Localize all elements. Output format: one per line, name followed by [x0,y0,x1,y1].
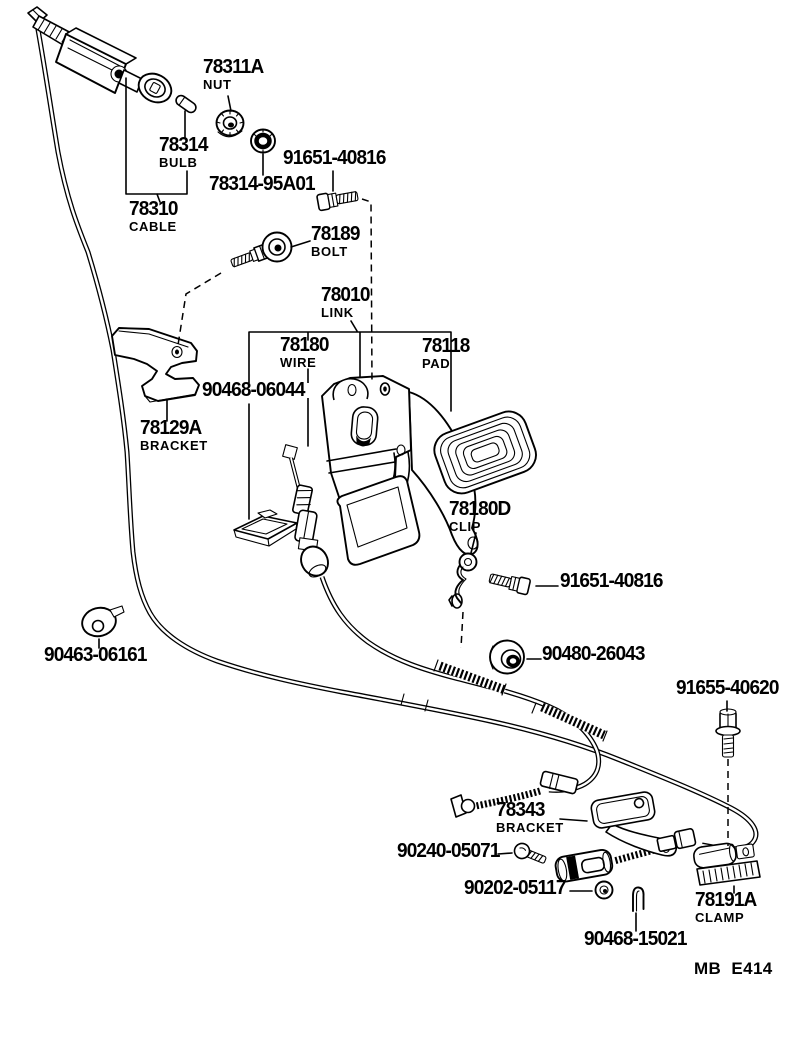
part-label-91651-40816-mid: 91651-40816 [560,570,668,592]
cable-knob [137,72,173,104]
accelerator-link-drawing [321,375,479,566]
part-number: 78180 [280,334,329,356]
bracket-78129a-drawing [111,327,200,403]
part-number: 78129A [140,417,202,439]
bulb-78314-drawing [175,94,197,114]
nut-90202-drawing [594,880,614,900]
part-label-78189: 78189 BOLT [311,223,362,259]
part-label-78343: 78343 BRACKET [496,799,564,835]
wire-end-cap [460,798,476,814]
part-label-90480-26043: 90480-26043 [542,643,650,665]
part-number: 78310 [129,198,178,220]
part-number: 78010 [321,284,370,306]
pedal-pad-drawing [433,410,537,495]
part-number: 78118 [422,335,470,357]
part-name: BRACKET [496,820,564,835]
part-name: CLAMP [695,910,745,925]
part-number: 91655-40620 [676,677,779,699]
part-number: 90480-26043 [542,643,645,665]
clip-78180d-drawing [448,552,478,609]
part-label-90468-15021: 90468-15021 [584,928,692,950]
part-number: 78311A [203,56,264,78]
cable-sleeve-sections [400,659,608,742]
clamp-78191a-drawing [693,842,761,886]
part-label-78311A: 78311A NUT [203,56,267,92]
bolt-90240-drawing [513,842,547,864]
pin-90468-15021-drawing [632,886,645,912]
bolt-91655-drawing [715,708,741,758]
part-number: 90202-05117 [464,877,566,899]
part-number: 90468-06044 [202,379,305,401]
cable-knob-assembly [27,6,173,104]
figure-code: MB E414 [694,959,773,978]
part-number: 78191A [695,889,757,911]
part-label-78180: 78180 WIRE [280,334,331,370]
label-bracket-lines [98,77,735,932]
part-label-91651-40816-top: 91651-40816 [283,147,391,169]
part-name: LINK [321,305,354,320]
part-name: CLIP [449,519,482,534]
trunnion-drawing [554,848,614,883]
part-name: BULB [159,155,198,170]
part-number: 90468-15021 [584,928,687,950]
part-label-78314-95A01: 78314-95A01 [209,173,320,195]
part-label-90468-06044: 90468-06044 [200,379,312,401]
part-number: 91651-40816 [560,570,663,592]
part-number: 78189 [311,223,360,245]
part-name: PAD [422,356,451,371]
nut-78311a-drawing [215,109,245,138]
part-number: 78180D [449,498,511,520]
part-number: 90240-05071 [397,840,500,862]
grommet-90480-drawing [489,639,525,675]
part-name: NUT [203,77,232,92]
part-label-78180D: 78180D CLIP [449,498,514,534]
part-name: BOLT [311,244,348,259]
part-number: 90463-06161 [44,644,147,666]
part-label-78010: 78010 LINK [321,284,372,320]
bolt-78189-drawing [230,231,293,268]
part-label-78118: 78118 PAD [422,335,472,371]
dashed-assembly-lines [177,198,729,846]
bolt-91651-mid-drawing [487,569,532,596]
wire-adjuster-drawing [282,444,329,578]
part-label-78129A: 78129A BRACKET [140,417,208,453]
part-number: 78314-95A01 [209,173,316,195]
part-label-78191A: 78191A CLAMP [695,889,760,925]
cable-ferrules [539,770,697,853]
part-name: BRACKET [140,438,208,453]
part-number: 78343 [496,799,545,821]
part-name: WIRE [280,355,317,370]
figure-code-text: MB E414 [694,959,773,978]
accelerator-wire-drawing [319,576,602,793]
part-label-90240-05071: 90240-05071 [397,840,505,862]
part-label-91655-40620: 91655-40620 [676,677,784,699]
bolt-91651-top-drawing [315,187,360,212]
part-number: 78314 [159,134,208,156]
part-label-90463-06161: 90463-06161 [44,644,152,666]
snap-plate-90468-06044-drawing [233,509,298,547]
part-label-90202-05117: 90202-05117 [464,877,571,899]
part-label-78314: 78314 BULB [159,134,210,170]
part-number: 91651-40816 [283,147,386,169]
part-name: CABLE [129,219,177,234]
grommet-78314-95a01-drawing [250,128,276,154]
throttle-cable-drawing [34,23,759,852]
part-label-78310: 78310 CABLE [129,198,180,234]
clamp-90463-drawing [81,605,125,638]
